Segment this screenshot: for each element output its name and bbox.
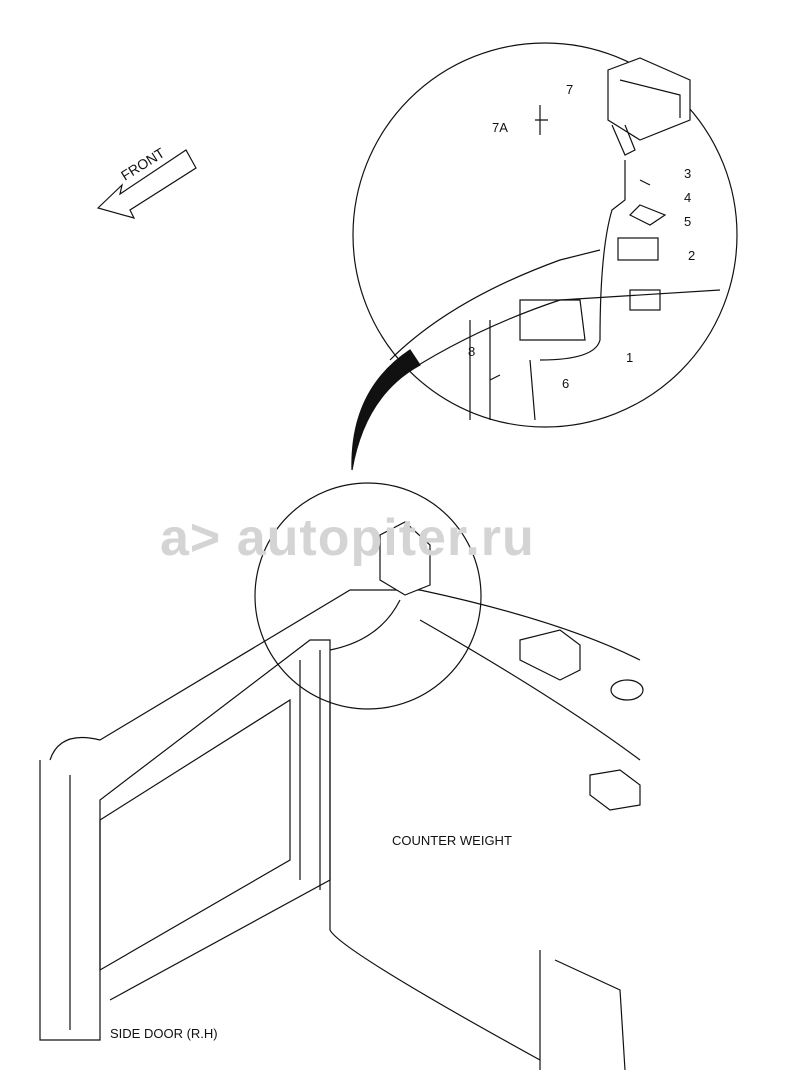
callout-8: 8 (468, 344, 476, 359)
counter-weight-label: COUNTER WEIGHT (392, 833, 512, 848)
front-arrow (96, 149, 197, 219)
callout-7: 7 (566, 82, 574, 97)
callout-6: 6 (562, 376, 570, 391)
watermark: a> autopiter.ru (160, 509, 535, 567)
detail-leader (351, 349, 421, 471)
detail-circle-small (254, 482, 482, 710)
work-lamp-detail (389, 57, 721, 421)
detail-circle-large (352, 42, 738, 428)
callout-5: 5 (684, 214, 692, 229)
callout-7a: 7A (492, 120, 508, 135)
callout-1: 1 (626, 350, 634, 365)
machine-body (39, 521, 644, 1071)
callout-2: 2 (688, 248, 696, 263)
callout-4: 4 (684, 190, 692, 205)
side-door-label: SIDE DOOR (R.H) (110, 1026, 218, 1041)
callout-3: 3 (684, 166, 692, 181)
